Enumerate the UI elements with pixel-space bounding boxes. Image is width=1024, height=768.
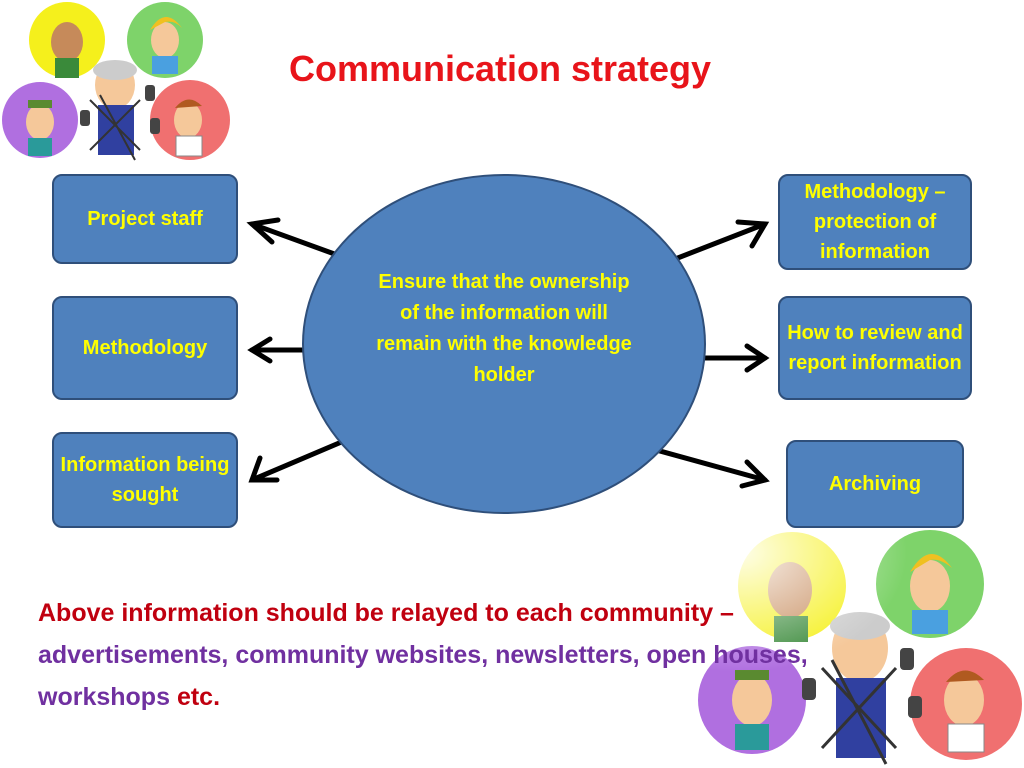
box-review-report: How to review and report information xyxy=(778,296,972,400)
footer-text: Above information should be relayed to e… xyxy=(38,592,898,718)
central-statement: Ensure that the ownership of the informa… xyxy=(369,267,639,391)
footer-red-text: Above information should be relayed to e… xyxy=(38,599,734,627)
box-project-staff: Project staff xyxy=(52,174,238,264)
box-methodology-protection: Methodology – protection of information xyxy=(778,174,972,270)
box-information-sought: Information being sought xyxy=(52,432,238,528)
footer-etc-text: etc. xyxy=(177,683,220,711)
box-archiving: Archiving xyxy=(786,440,964,528)
central-ellipse: Ensure that the ownership of the informa… xyxy=(302,174,706,514)
box-methodology: Methodology xyxy=(52,296,238,400)
footer-purple-text: advertisements, community websites, news… xyxy=(38,641,808,711)
